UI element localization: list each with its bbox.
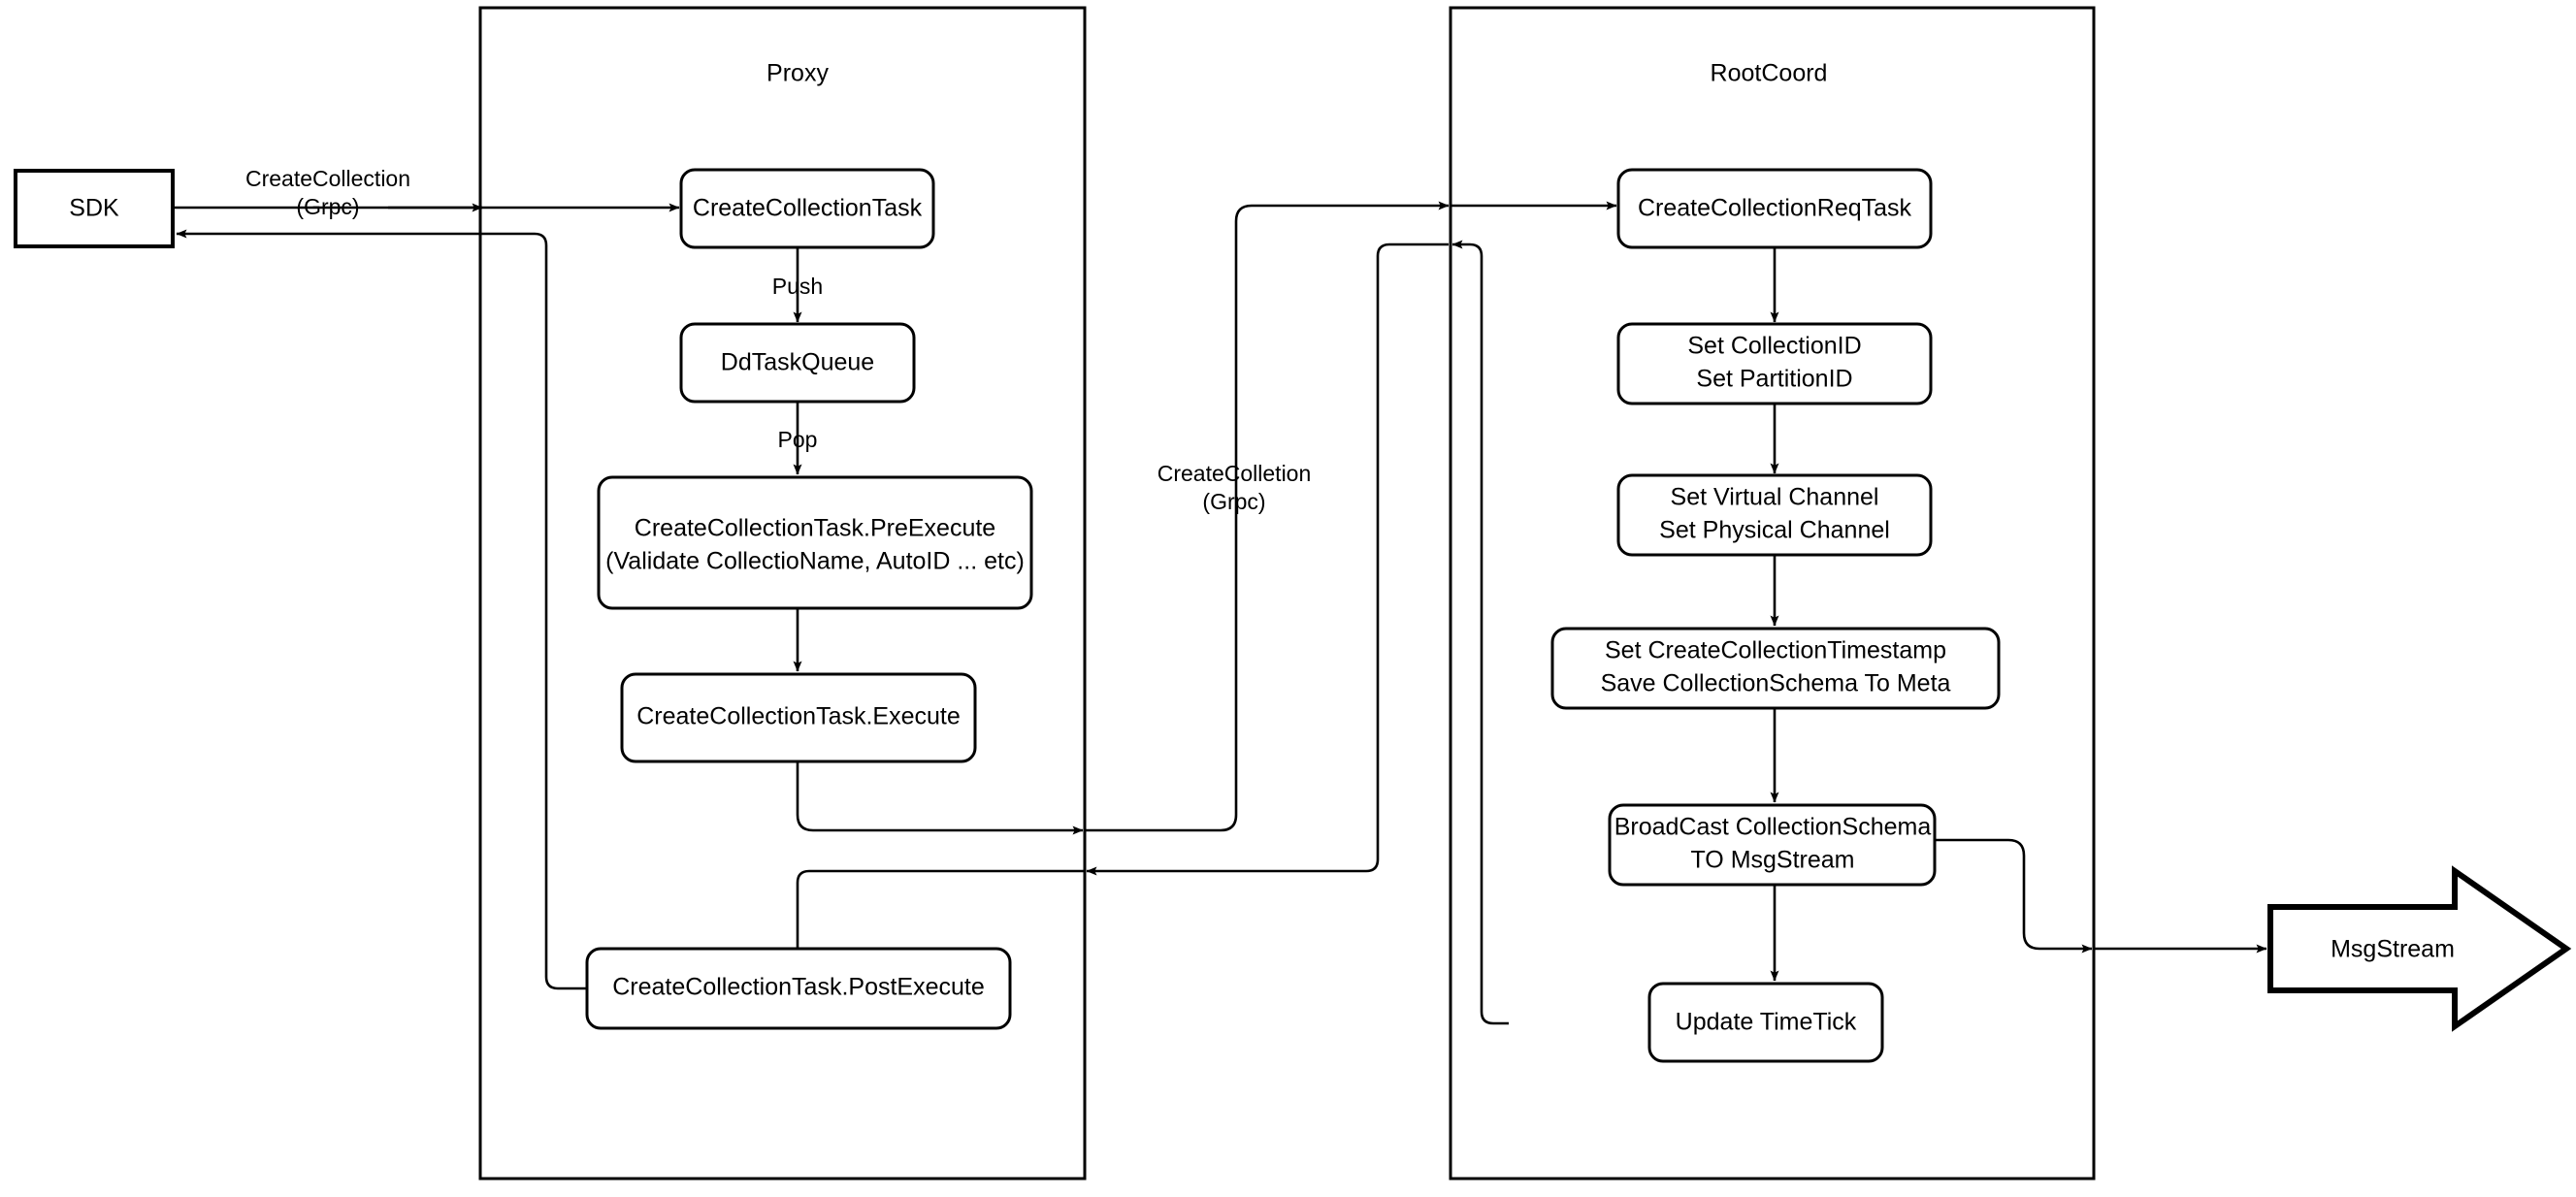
node-sdk-label: SDK [69,195,119,222]
edge-rootcoord-return-left-rail [1451,240,1509,1025]
edge-return-to-post-execute [793,869,1085,984]
node-set-timestamp-label-line2: Save CollectionSchema To Meta [1601,670,1951,697]
node-update-timetick-label: Update TimeTick [1676,1009,1857,1036]
node-set-timestamp[interactable]: Set CreateCollectionTimestamp Save Colle… [1550,627,2001,710]
node-broadcast-rect[interactable] [1608,803,1937,887]
edge-execute-to-rootcoord-exit [796,761,1084,835]
node-msgstream-label: MsgStream [2331,936,2455,963]
node-msgstream[interactable]: MsgStream [2267,865,2572,1032]
node-msgstream-arrow-shape[interactable] [2267,865,2572,1032]
node-create-collection-req-task-label: CreateCollectionReqTask [1638,195,1912,222]
edge-rootcoord-return-to-proxy [1086,243,1449,876]
node-pre-execute-rect[interactable] [597,475,1033,610]
node-create-collection-task-rect[interactable] [679,168,935,249]
node-post-execute-rect[interactable] [585,947,1012,1030]
node-set-ids-rect[interactable] [1616,322,1933,405]
node-broadcast-label-line1: BroadCast CollectionSchema [1614,814,1932,841]
proxy-container-title: Proxy [766,60,829,87]
node-pre-execute-label-line2: (Validate CollectioName, AutoID ... etc) [605,548,1025,575]
edge-label-create-collection-line2: (Grpc) [296,194,359,219]
node-create-collection-req-task[interactable]: CreateCollectionReqTask [1616,168,1933,249]
node-broadcast[interactable]: BroadCast CollectionSchema TO MsgStream [1608,803,1937,887]
edge-label-create-colletion-grpc-line2: (Grpc) [1202,489,1265,514]
node-dd-task-queue-label: DdTaskQueue [721,349,874,376]
node-execute[interactable]: CreateCollectionTask.Execute [620,672,977,763]
node-update-timetick-rect[interactable] [1647,982,1884,1063]
edge-label-pop: Pop [778,427,818,452]
edge-broadcast-to-msgstream-exit [1935,838,2093,954]
node-update-timetick[interactable]: Update TimeTick [1647,982,1884,1063]
edge-label-push: Push [772,274,823,299]
node-set-ids-label-line1: Set CollectionID [1687,333,1861,360]
node-sdk[interactable]: SDK [14,169,175,248]
node-post-execute[interactable]: CreateCollectionTask.PostExecute [585,947,1012,1030]
node-create-collection-task[interactable]: CreateCollectionTask [679,168,935,249]
edge-proxy-to-rootcoord-grpc [1085,201,1450,832]
node-set-timestamp-rect[interactable] [1550,627,2001,710]
node-sdk-rect[interactable] [14,169,175,248]
node-execute-rect[interactable] [620,672,977,763]
edge-post-execute-to-sdk [176,229,587,990]
node-pre-execute-label-line1: CreateCollectionTask.PreExecute [635,515,995,542]
node-dd-task-queue-rect[interactable] [679,322,916,404]
node-post-execute-label: CreateCollectionTask.PostExecute [612,974,985,1001]
node-set-timestamp-label-line1: Set CreateCollectionTimestamp [1605,637,1946,664]
edge-label-create-collection-line1: CreateCollection [245,166,410,191]
node-set-channels-rect[interactable] [1616,473,1933,557]
node-set-channels[interactable]: Set Virtual Channel Set Physical Channel [1616,473,1933,557]
node-set-ids-label-line2: Set PartitionID [1696,366,1852,393]
node-set-channels-label-line1: Set Virtual Channel [1671,484,1879,511]
node-pre-execute[interactable]: CreateCollectionTask.PreExecute (Validat… [597,475,1033,610]
node-broadcast-label-line2: TO MsgStream [1690,847,1854,874]
node-create-collection-task-label: CreateCollectionTask [693,195,923,222]
node-set-ids[interactable]: Set CollectionID Set PartitionID [1616,322,1933,405]
node-dd-task-queue[interactable]: DdTaskQueue [679,322,916,404]
node-set-channels-label-line2: Set Physical Channel [1659,517,1890,544]
edge-label-create-colletion-grpc-line1: CreateColletion [1158,461,1312,486]
node-create-collection-req-task-rect[interactable] [1616,168,1933,249]
node-execute-label: CreateCollectionTask.Execute [636,703,961,730]
rootcoord-container-title: RootCoord [1711,60,1828,87]
